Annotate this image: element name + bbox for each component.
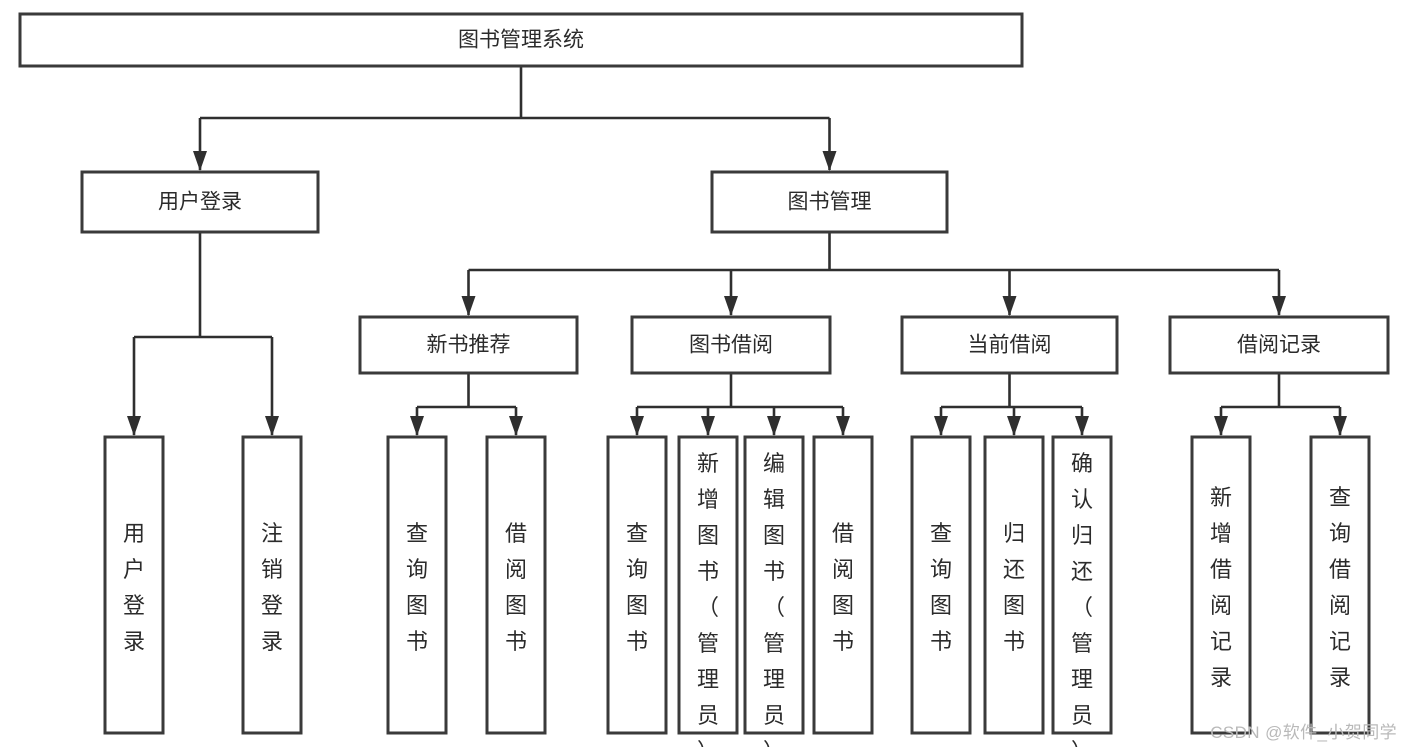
node-label: 新增图书（管理员）: [697, 451, 719, 747]
arrow-head-icon: [724, 296, 738, 316]
arrow-head-icon: [509, 416, 523, 436]
node-new-book-recommend[interactable]: 新书推荐: [358, 315, 579, 375]
node-box: [18, 12, 1024, 68]
node-box: [103, 435, 165, 735]
node-label: 编辑图书（管理员）: [763, 451, 785, 747]
node-label: 确认归还（管理员）: [1071, 451, 1093, 747]
node-label: 图书借阅: [689, 334, 773, 357]
node-box: [358, 315, 579, 375]
node-leaf-confirm-return[interactable]: 确认归还（管理员）: [1051, 435, 1113, 747]
node-label: 当前借阅: [968, 334, 1052, 357]
node-label: 查询图书: [406, 521, 428, 654]
arrow-head-icon: [822, 151, 837, 171]
node-leaf-borrow-book[interactable]: 借阅图书: [812, 435, 874, 735]
arrow-head-icon: [193, 151, 207, 171]
arrow-head-icon: [265, 416, 279, 436]
node-leaf-logout[interactable]: 注销登录: [241, 435, 303, 735]
node-box: [812, 435, 874, 735]
node-borrow-record[interactable]: 借阅记录: [1168, 315, 1390, 375]
node-leaf-borrow-book-recommend[interactable]: 借阅图书: [485, 435, 547, 735]
node-label: 查询借阅记录: [1329, 485, 1351, 690]
node-box: [710, 170, 949, 234]
node-label: 新增借阅记录: [1210, 485, 1232, 690]
node-label: 注销登录: [261, 521, 283, 654]
node-leaf-add-record[interactable]: 新增借阅记录: [1190, 435, 1252, 735]
node-root[interactable]: 图书管理系统: [18, 12, 1024, 68]
node-leaf-query-book-recommend[interactable]: 查询图书: [386, 435, 448, 735]
node-leaf-user-login[interactable]: 用户登录: [103, 435, 165, 735]
node-label: 用户登录: [123, 521, 145, 654]
node-label: 用户登录: [158, 191, 242, 214]
arrow-head-icon: [836, 416, 850, 436]
arrow-head-icon: [701, 416, 715, 436]
watermark-text: CSDN @软件_小贺同学: [1210, 723, 1397, 742]
node-box: [743, 435, 805, 735]
node-box: [630, 315, 832, 375]
node-box: [80, 170, 320, 234]
node-label: 新书推荐: [427, 334, 511, 357]
arrow-head-icon: [461, 296, 476, 316]
arrow-head-icon: [630, 416, 644, 436]
node-box: [900, 315, 1119, 375]
node-label: 借阅图书: [832, 521, 854, 654]
node-label: 图书管理: [788, 191, 872, 214]
node-label: 归还图书: [1003, 521, 1025, 654]
node-label: 借阅记录: [1237, 334, 1321, 357]
node-box: [606, 435, 668, 735]
arrow-head-icon: [934, 416, 948, 436]
arrow-head-icon: [1333, 416, 1347, 436]
node-leaf-query-book-borrow[interactable]: 查询图书: [606, 435, 668, 735]
arrow-head-icon: [127, 416, 141, 436]
node-box: [386, 435, 448, 735]
arrow-head-icon: [1272, 296, 1286, 316]
node-label: 查询图书: [626, 521, 648, 654]
node-box: [1168, 315, 1390, 375]
node-label: 图书管理系统: [458, 29, 584, 52]
node-box: [1190, 435, 1252, 735]
edges-layer: [127, 66, 1347, 436]
node-box: [983, 435, 1045, 735]
node-label: 查询图书: [930, 521, 952, 654]
node-box: [241, 435, 303, 735]
node-user-login[interactable]: 用户登录: [80, 170, 320, 234]
node-leaf-query-record[interactable]: 查询借阅记录: [1309, 435, 1371, 735]
nodes-layer: 图书管理系统用户登录图书管理新书推荐图书借阅当前借阅借阅记录用户登录注销登录查询…: [18, 12, 1390, 747]
node-box: [1051, 435, 1113, 735]
node-box: [1309, 435, 1371, 735]
arrow-head-icon: [1075, 416, 1089, 436]
arrow-head-icon: [1002, 296, 1017, 316]
node-leaf-query-book-current[interactable]: 查询图书: [910, 435, 972, 735]
node-book-management[interactable]: 图书管理: [710, 170, 949, 234]
node-label: 借阅图书: [505, 521, 527, 654]
node-box: [910, 435, 972, 735]
node-book-borrow[interactable]: 图书借阅: [630, 315, 832, 375]
arrow-head-icon: [1214, 416, 1228, 436]
node-leaf-edit-book[interactable]: 编辑图书（管理员）: [743, 435, 805, 747]
node-leaf-add-book[interactable]: 新增图书（管理员）: [677, 435, 739, 747]
arrow-head-icon: [767, 416, 781, 436]
node-current-borrow[interactable]: 当前借阅: [900, 315, 1119, 375]
arrow-head-icon: [1007, 416, 1021, 436]
node-box: [485, 435, 547, 735]
node-leaf-return-book[interactable]: 归还图书: [983, 435, 1045, 735]
arrow-head-icon: [410, 416, 424, 436]
node-box: [677, 435, 739, 735]
